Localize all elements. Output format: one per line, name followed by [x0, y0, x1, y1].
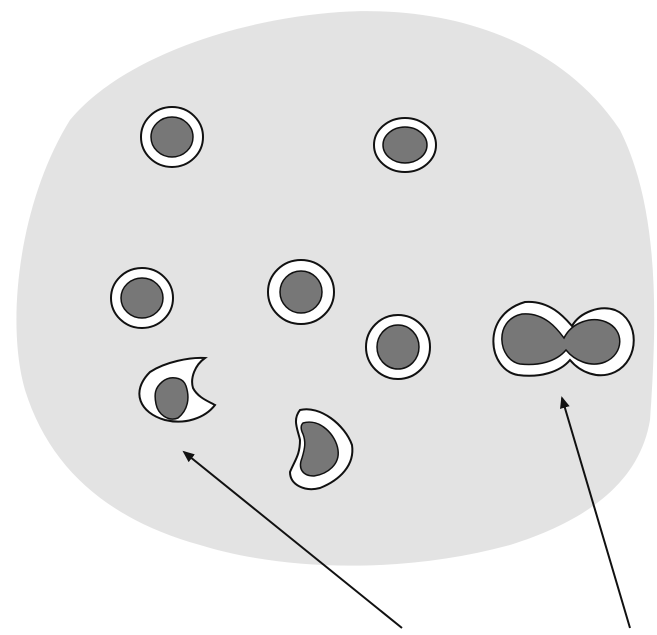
- round-particle-5: [366, 315, 430, 379]
- round-particle-2: [374, 118, 436, 172]
- round-particle-1: [141, 107, 203, 167]
- round-particle-4: [268, 260, 334, 324]
- round-particle-3: [111, 268, 173, 328]
